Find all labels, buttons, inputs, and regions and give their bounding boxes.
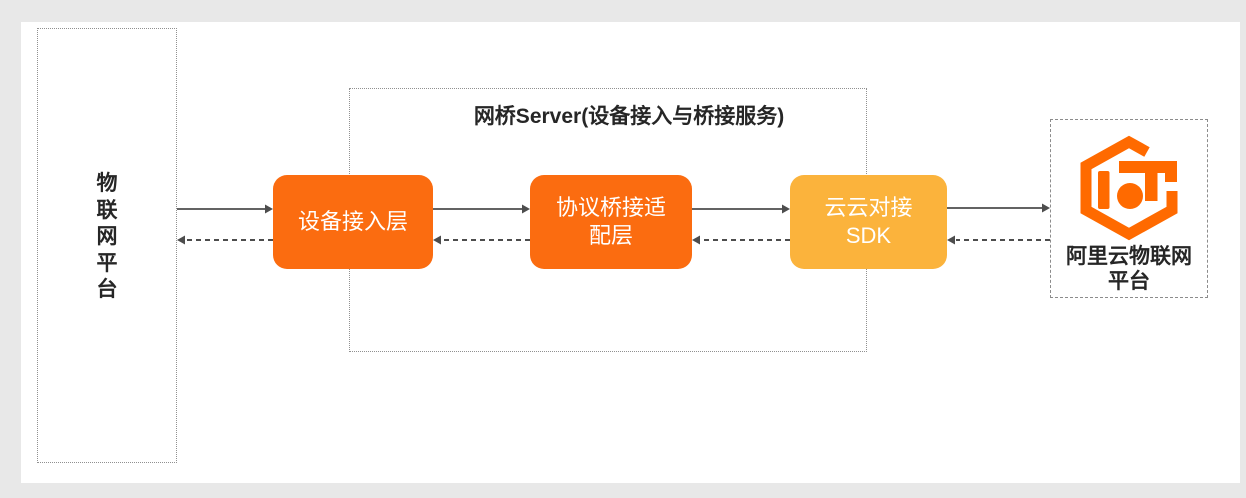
node-cloud-cloud-sdk-label: 云云对接 SDK: [824, 195, 913, 248]
bridge-server-title: 网桥Server(设备接入与桥接服务): [473, 105, 785, 128]
aliyun-iot-logo-icon: [1080, 135, 1178, 241]
node-iot-platform: 物 联 网 平 台: [37, 28, 177, 463]
node-device-access-layer: 设备接入层: [273, 175, 433, 269]
node-protocol-bridge-adapter-layer: 协议桥接适 配层: [530, 175, 692, 269]
node-aliyun-iot-platform: 阿里云物联网 平台: [1050, 119, 1208, 298]
node-device-access-layer-label: 设备接入层: [297, 209, 408, 234]
node-cloud-cloud-sdk: 云云对接 SDK: [790, 175, 947, 269]
node-protocol-bridge-adapter-layer-label: 协议桥接适 配层: [555, 195, 666, 248]
node-iot-platform-label: 物 联 网 平 台: [96, 172, 118, 301]
node-aliyun-iot-platform-label: 阿里云物联网 平台: [1066, 245, 1192, 293]
